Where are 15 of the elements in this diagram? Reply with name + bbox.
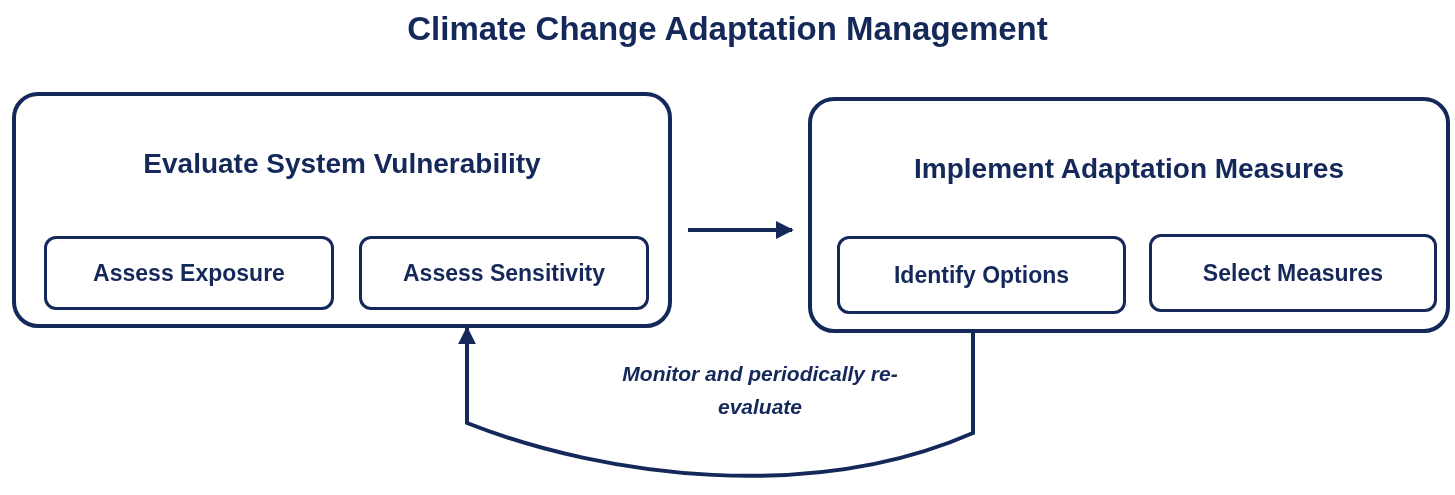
process-box	[1149, 234, 1437, 312]
arrow	[458, 326, 975, 478]
group-heading: Evaluate System Vulnerability	[142, 148, 542, 180]
step-label: Identify Options	[893, 261, 1070, 289]
process-box	[359, 236, 649, 310]
process-box	[44, 236, 334, 310]
step-label: Assess Sensitivity	[403, 259, 605, 287]
process-box	[837, 236, 1126, 314]
step-label: Select Measures	[1202, 259, 1384, 287]
step-label: Assess Exposure	[93, 259, 285, 287]
arrow	[688, 221, 794, 239]
group-box	[808, 97, 1450, 333]
group-heading: Implement Adaptation Measures	[913, 153, 1345, 185]
diagram-title: Climate Change Adaptation Management	[406, 10, 1049, 48]
group-box	[12, 92, 672, 328]
